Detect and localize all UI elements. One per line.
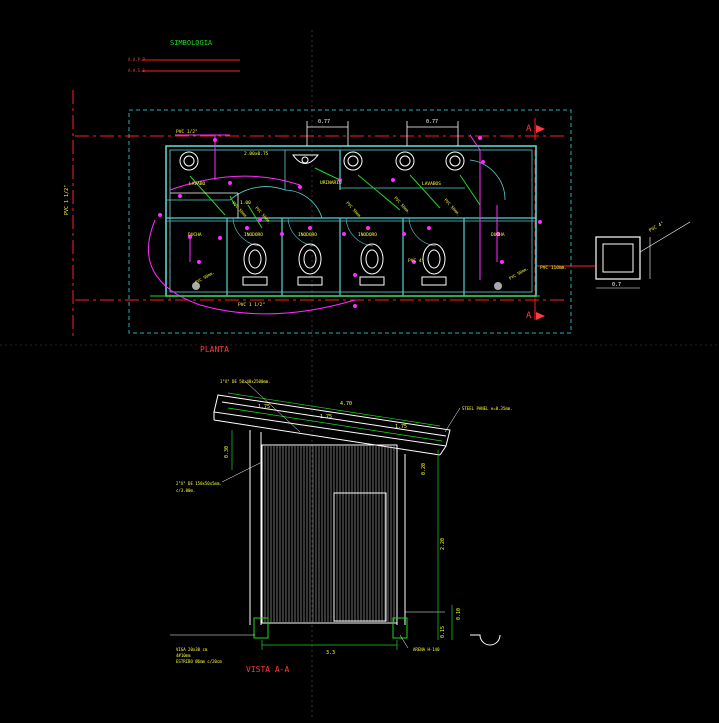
note-bottom-2: 4#10mm [176, 653, 191, 658]
note-bottom-right: ARENA H-140 [413, 647, 440, 652]
label-ducha-2: DUCHA [491, 232, 505, 238]
label-roof-3: 1.75 [395, 424, 407, 430]
section-marker-top: A [526, 124, 532, 134]
legend-label-aapp: A.A.P.P [128, 57, 145, 62]
label-dim-inner: 2.00x0.75 [244, 151, 269, 157]
label-ducha-1: DUCHA [188, 232, 202, 238]
label-base-right-1: 0.10 [456, 608, 462, 620]
legend-title: SIMBOLOGIA [170, 39, 213, 47]
label-left-small: 0.30 [224, 446, 230, 458]
legend: SIMBOLOGIA A.A.P.P A.A.S.S [128, 39, 240, 73]
section-title: VISTA A-A [246, 665, 290, 674]
label-base: 3.3 [326, 650, 335, 656]
label-base-right-2: 0.15 [440, 626, 446, 638]
section-marker-bottom: A [526, 311, 532, 321]
label-pvc-bottom: PVC 1 1/2" [238, 302, 265, 308]
label-dim-box: 0.7 [612, 282, 621, 288]
note-top: 1"X" DE 50x40x2500mm. [220, 379, 271, 384]
label-right-small: 0.20 [421, 463, 427, 475]
label-inodoro-3: INODORO [358, 232, 377, 238]
label-lavabo-right: LAVABOS [422, 181, 441, 187]
note-bottom-1: VIGA 20x30 cm [176, 647, 208, 652]
note-left-1: 2"X" DE 150x50x5mm. [176, 481, 222, 486]
label-pvc-110: PVC 110mm. [540, 265, 567, 271]
label-height: 2.20 [440, 538, 446, 550]
label-roof-1: 1.75 [258, 404, 270, 410]
label-dim-top-2: 0.77 [426, 119, 438, 125]
note-panel: STEEL PANEL e=0.35mm. [462, 406, 513, 411]
label-pvc-4: PVC 4" [408, 258, 424, 264]
label-inodoro-1: INODORO [244, 232, 263, 238]
label-lavabo-left: LAVABO [189, 181, 206, 187]
note-bottom-3: ESTRIBO Ø6mm c/20cm [176, 659, 222, 664]
label-roof-total: 4.70 [340, 401, 352, 407]
inspection-box [595, 221, 691, 289]
legend-label-aass: A.A.S.S [128, 68, 145, 73]
label-urinario: URINARIO [320, 180, 342, 186]
note-left-2: c/3.00m. [176, 488, 195, 493]
label-pvc-half: PVC 1/2" [176, 129, 198, 135]
label-inodoro-2: INODORO [298, 232, 317, 238]
floor-plan: A A PVC 1/2" 2.00x0.75 LAVABO URINARIO L… [64, 90, 691, 354]
label-dim-small: 1.00 [240, 200, 251, 206]
label-dim-top-1: 0.77 [318, 119, 330, 125]
plan-title: PLANTA [200, 345, 229, 354]
section-view: 4.70 1.75 1.75 1.75 3.3 2.20 0.30 0.20 0… [170, 379, 513, 674]
label-roof-2: 1.75 [320, 414, 332, 420]
label-pvc-left: PVC 1 1/2" [64, 185, 70, 215]
